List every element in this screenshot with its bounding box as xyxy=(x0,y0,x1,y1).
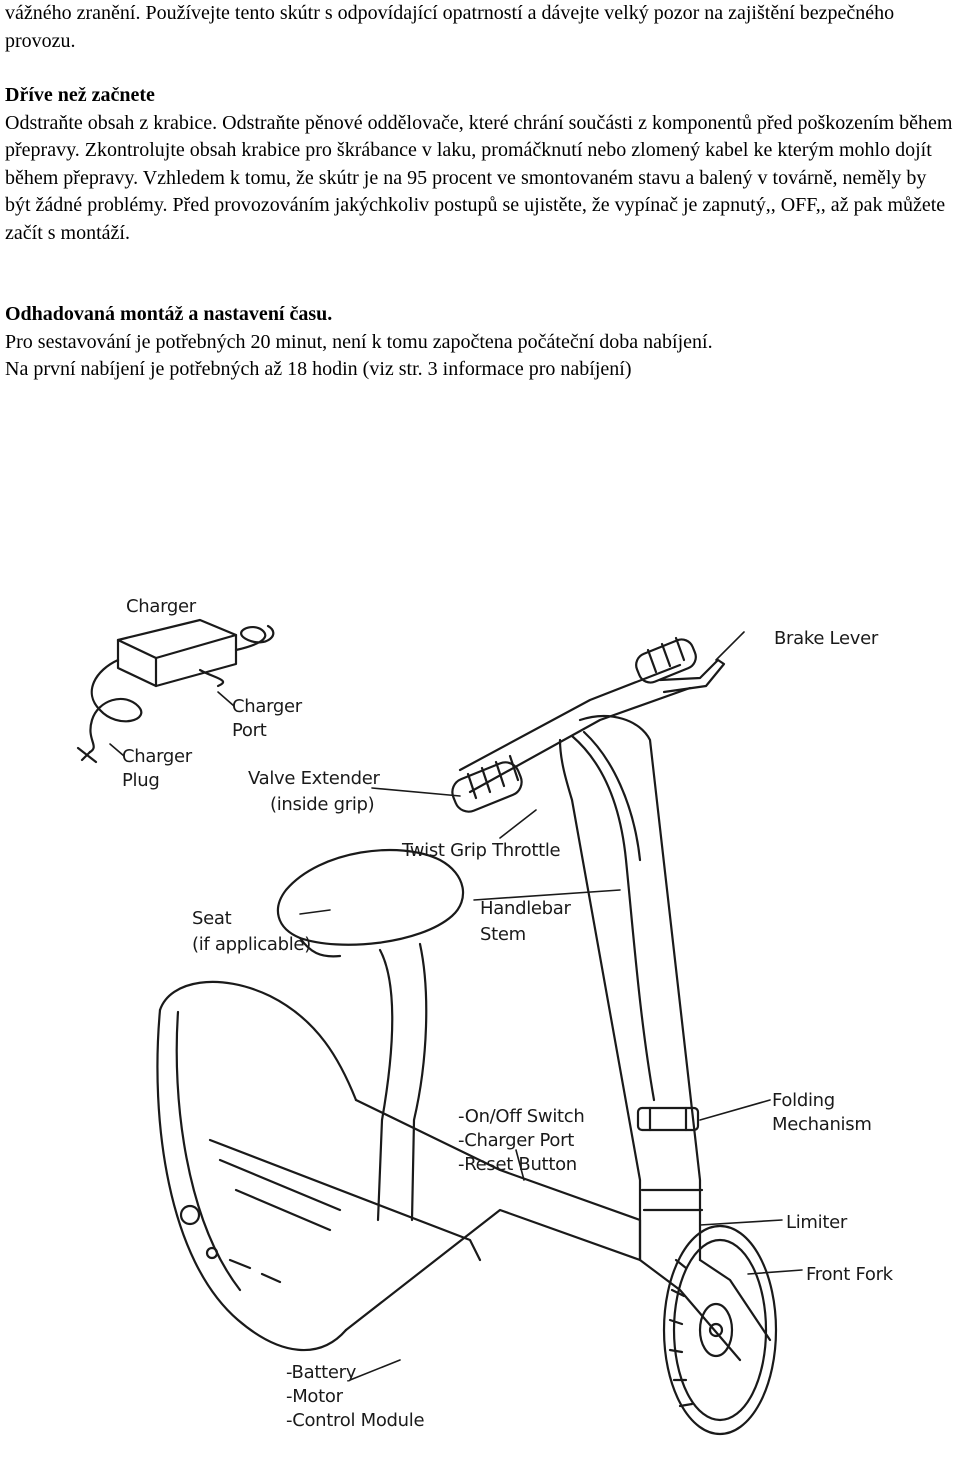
label-charger: Charger xyxy=(126,596,197,617)
spacer xyxy=(5,247,955,301)
label-seat-1: Seat xyxy=(192,908,232,929)
diagram-labels: Charger Charger Port Charger Plug Valve … xyxy=(122,596,894,1431)
label-handlebar-stem-1: Handlebar xyxy=(480,898,572,919)
handlebars xyxy=(451,636,726,1102)
label-on-off-switch: -On/Off Switch xyxy=(458,1106,585,1127)
front-wheel xyxy=(662,1224,778,1436)
label-charger-plug-1: Charger xyxy=(122,746,193,767)
label-valve-extender-2: (inside grip) xyxy=(270,794,374,815)
stem-and-fork xyxy=(558,715,772,1362)
section-heading-assembly-time: Odhadovaná montáž a nastavení času. xyxy=(5,303,333,325)
label-charger-plug-2: Plug xyxy=(122,770,160,791)
label-motor: -Motor xyxy=(286,1386,344,1407)
label-battery: -Battery xyxy=(286,1362,357,1383)
label-charger-port-1: Charger xyxy=(232,696,303,717)
seat xyxy=(276,848,465,1222)
assembly-paragraph-1: Pro sestavování je potřebných 20 minut, … xyxy=(5,330,713,353)
label-seat-2: (if applicable) xyxy=(192,934,311,955)
document-text: vážného zranění. Používejte tento skútr … xyxy=(5,0,955,384)
section-heading-before-start: Dříve než začnete xyxy=(5,84,155,106)
assembly-paragraph-2: Na první nabíjení je potřebných až 18 ho… xyxy=(5,358,632,380)
label-valve-extender-1: Valve Extender xyxy=(248,768,381,789)
scooter-illustration: Charger Charger Port Charger Plug Valve … xyxy=(76,596,894,1436)
label-folding-mechanism-2: Mechanism xyxy=(772,1114,872,1135)
label-charger-port-2: Port xyxy=(232,720,267,741)
intro-paragraph: vážného zranění. Používejte tento skútr … xyxy=(5,2,895,52)
label-charger-port-side: -Charger Port xyxy=(458,1130,574,1151)
label-reset-button: -Reset Button xyxy=(458,1154,577,1175)
scooter-diagram: Charger Charger Port Charger Plug Valve … xyxy=(0,560,960,1475)
leader-lines xyxy=(109,631,803,1381)
spacer xyxy=(5,55,955,82)
before-start-paragraph: Odstraňte obsah z krabice. Odstraňte pěn… xyxy=(5,111,953,244)
label-brake-lever: Brake Lever xyxy=(774,628,879,649)
scooter-body xyxy=(156,980,642,1352)
label-handlebar-stem-2: Stem xyxy=(480,924,526,945)
label-limiter: Limiter xyxy=(786,1212,848,1233)
label-control-module: -Control Module xyxy=(286,1410,424,1431)
label-twist-grip-throttle: Twist Grip Throttle xyxy=(401,840,561,861)
charger-brick xyxy=(76,618,275,764)
label-front-fork: Front Fork xyxy=(806,1264,894,1285)
label-folding-mechanism-1: Folding xyxy=(772,1090,835,1111)
